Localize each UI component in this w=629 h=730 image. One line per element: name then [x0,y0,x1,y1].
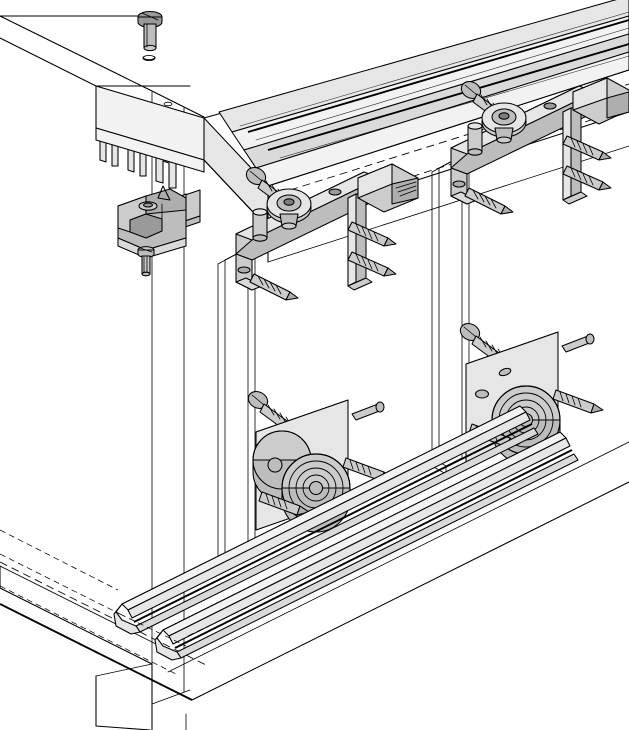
wood-screw [562,135,612,161]
hanger-front [235,163,419,301]
hanger-rear [450,77,629,215]
cabinet-carcass [0,15,629,730]
top-track [95,0,629,263]
wood-screw [562,165,612,191]
wood-screw [347,221,397,247]
door-guide-clip [117,185,201,277]
wood-screw [464,187,514,215]
wood-screw [249,273,299,301]
floor-rail-front [113,405,539,635]
machine-screw [137,10,163,62]
wood-screw [347,251,397,277]
floor-rail-rear [154,431,579,661]
hidden-lines [0,529,251,647]
wood-screw [552,389,604,414]
